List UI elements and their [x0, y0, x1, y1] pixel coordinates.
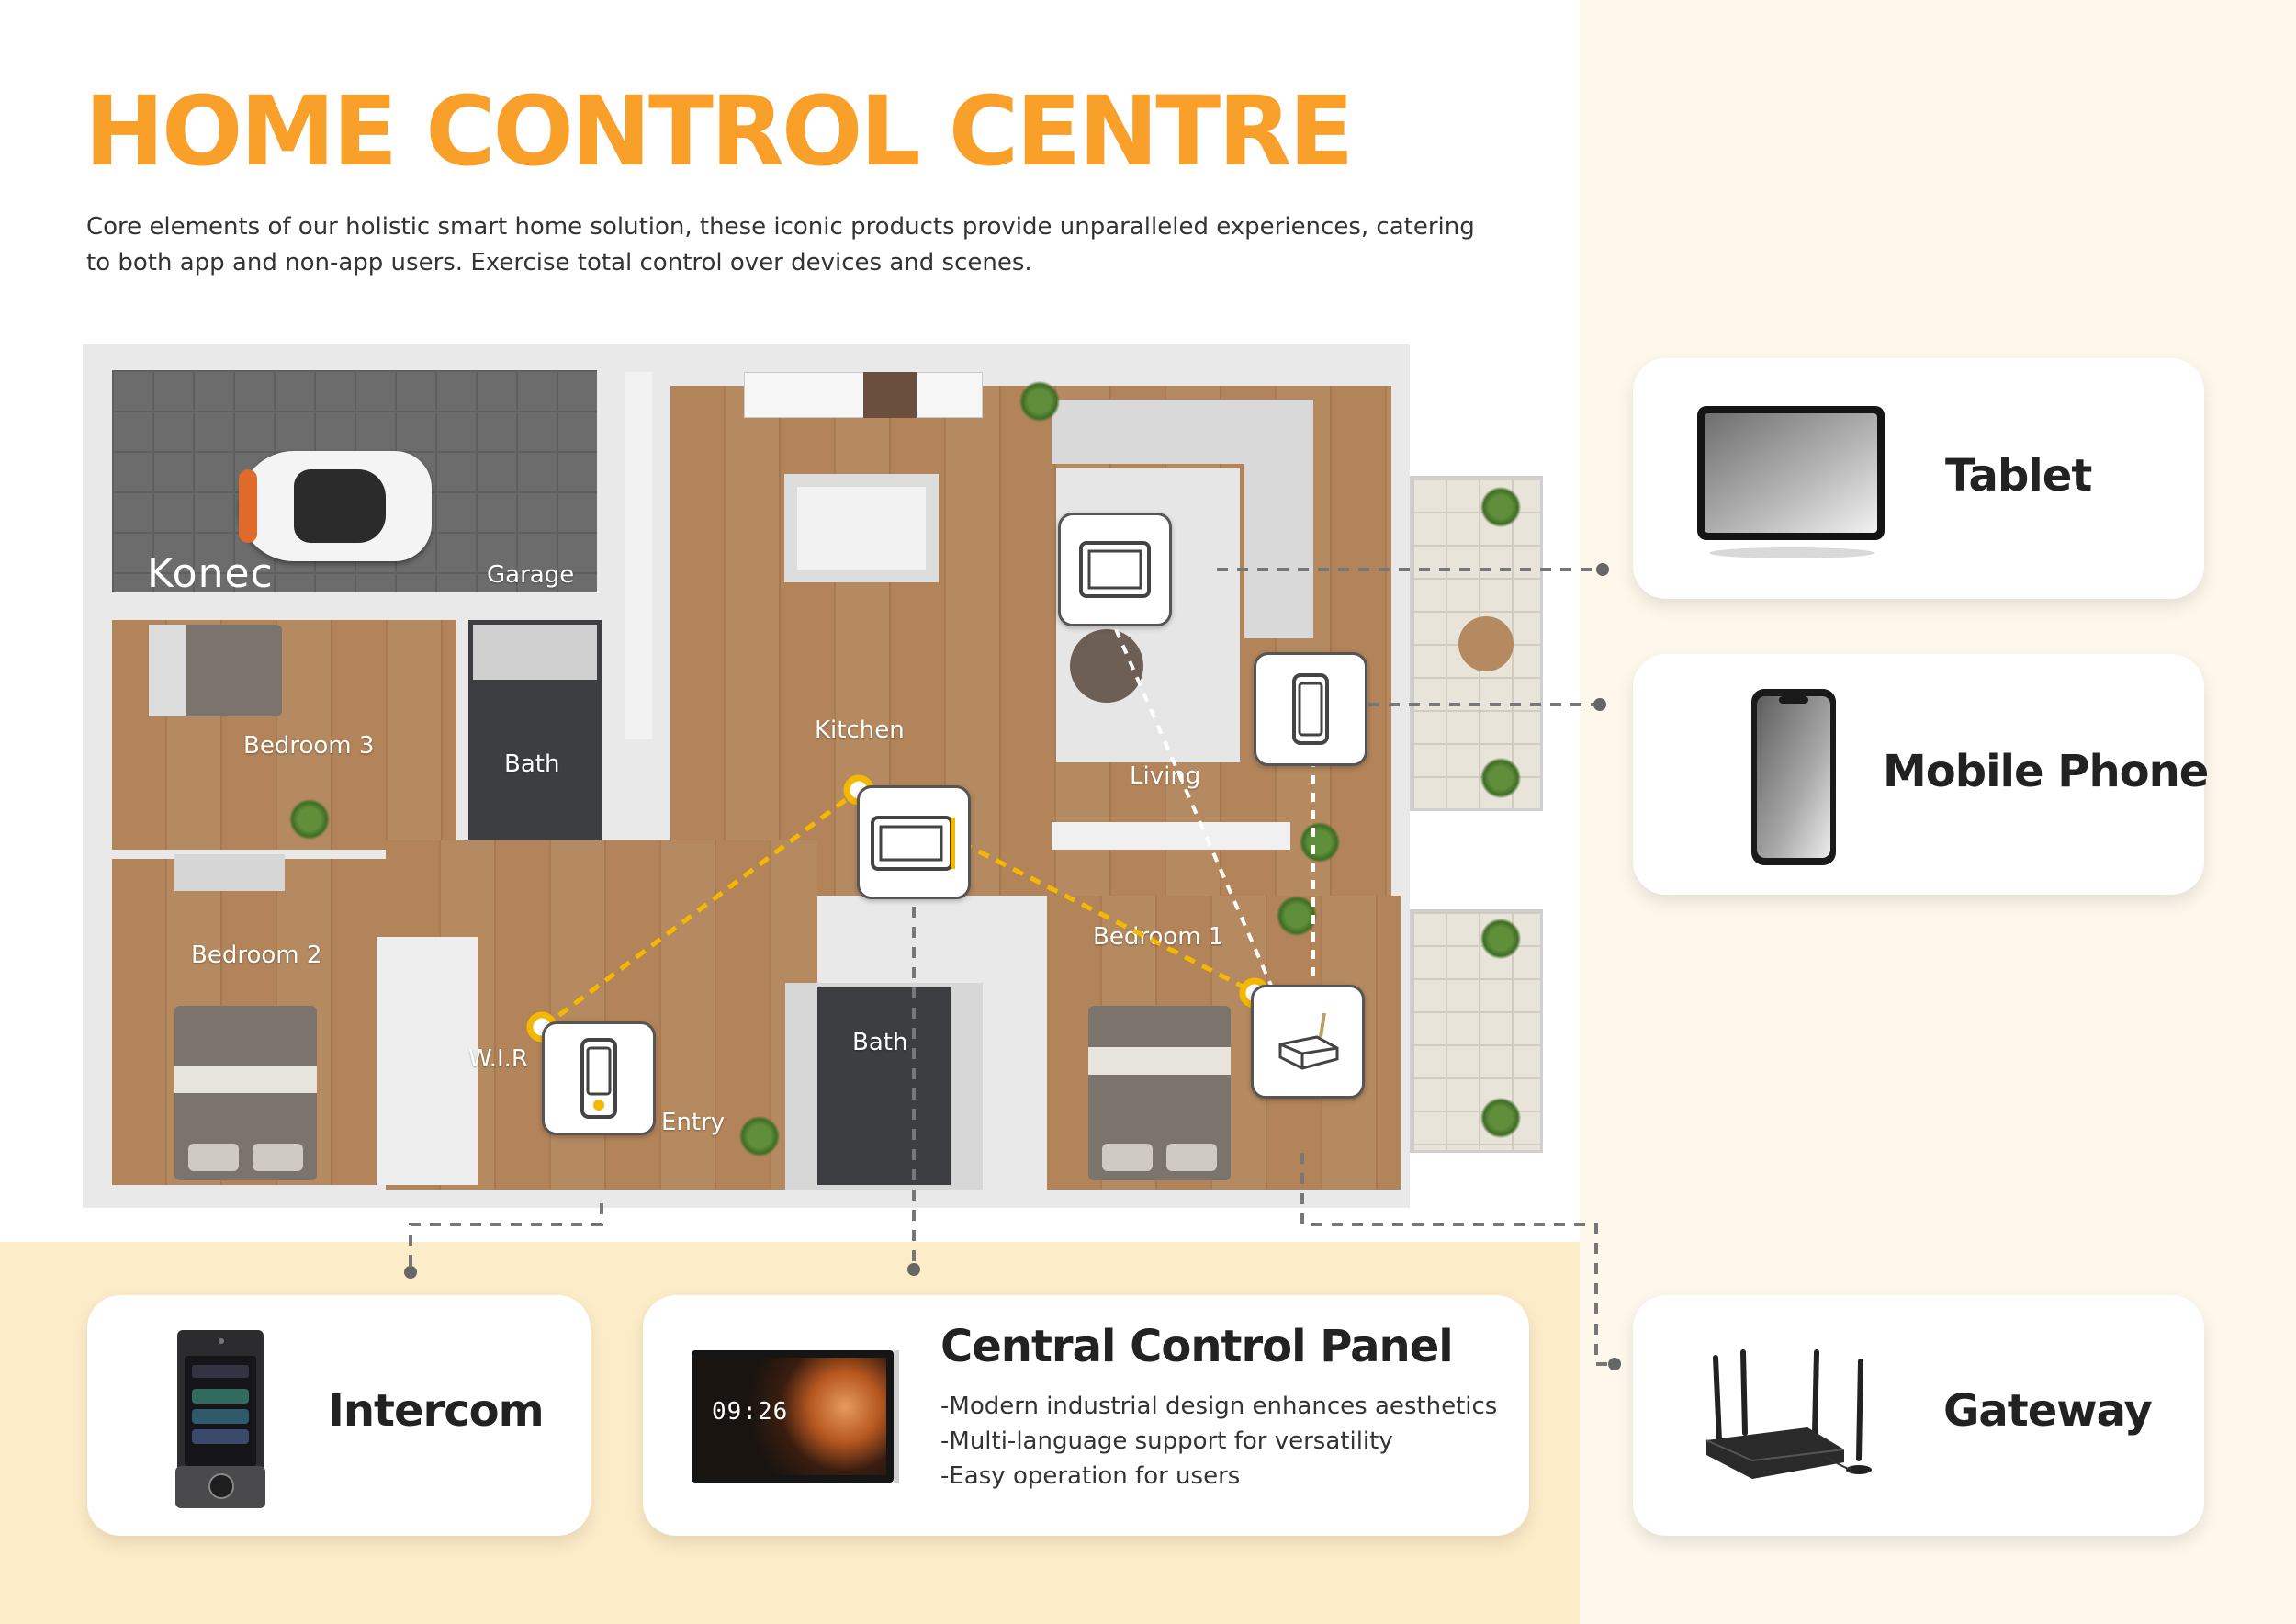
plant-icon: [1480, 758, 1521, 798]
tablet-card[interactable]: Tablet: [1633, 358, 2204, 599]
room-label-bedroom-3: Bedroom 3: [243, 732, 375, 760]
garage-area: Konec Garage: [112, 370, 597, 597]
gateway-label: Gateway: [1943, 1385, 2153, 1437]
plant-icon: [1480, 1098, 1521, 1138]
car-icon: [239, 451, 432, 561]
room-label-bath-lower: Bath: [852, 1029, 908, 1056]
plant-icon: [1277, 896, 1317, 936]
balcony-lower: [1410, 909, 1543, 1153]
room-label-living: Living: [1130, 762, 1201, 790]
room-label-bath-upper: Bath: [504, 750, 560, 778]
gateway-product-image: [1705, 1349, 1872, 1479]
living-sofa-side: [1244, 400, 1313, 638]
feature-item: -Easy operation for users: [940, 1462, 1241, 1490]
mobile-marker[interactable]: [1254, 652, 1367, 766]
kitchen-cabinet-dark: [863, 372, 917, 418]
plant-icon: [1480, 487, 1521, 527]
plant-icon: [1019, 381, 1060, 422]
bedroom-1-bed: [1088, 1006, 1231, 1180]
control-panel-product-image: 09:26: [692, 1350, 899, 1483]
subtitle-line-2: to both app and non-app users. Exercise …: [86, 249, 1032, 276]
wir-shelves: [377, 937, 478, 1185]
balcony-table: [1458, 616, 1514, 671]
plant-icon: [739, 1116, 780, 1156]
feature-item: -Modern industrial design enhances aesth…: [940, 1393, 1498, 1420]
tablet-product-image: [1697, 406, 1885, 558]
mobile-phone-icon: [1292, 673, 1329, 745]
gateway-card[interactable]: Gateway: [1633, 1295, 2204, 1536]
panel-screen-time: 09:26: [712, 1398, 789, 1426]
mobile-phone-label: Mobile Phone: [1883, 746, 2209, 797]
central-control-panel-features: -Modern industrial design enhances aesth…: [940, 1389, 1497, 1494]
floor-plan: Konec Garage Bedroom 3: [83, 344, 1410, 1208]
plant-icon: [1480, 919, 1521, 959]
room-label-bedroom-1: Bedroom 1: [1093, 923, 1224, 951]
plant-icon: [1300, 822, 1340, 863]
tablet-label: Tablet: [1945, 450, 2092, 502]
brand-logo: Konec: [147, 550, 274, 597]
room-label-wir: W.I.R: [468, 1045, 528, 1073]
tablet-icon: [1079, 541, 1151, 598]
central-control-panel-title: Central Control Panel: [940, 1321, 1454, 1372]
gateway-marker[interactable]: [1251, 985, 1365, 1099]
bedroom-2-bed: [174, 1006, 317, 1180]
mobile-phone-card[interactable]: Mobile Phone: [1633, 654, 2209, 895]
intercom-label: Intercom: [328, 1385, 545, 1437]
subtitle-line-1: Core elements of our holistic smart home…: [86, 213, 1475, 241]
tablet-marker[interactable]: [1058, 513, 1172, 626]
plant-icon: [289, 799, 330, 840]
room-label-garage: Garage: [487, 561, 575, 589]
dining-table: [797, 487, 926, 570]
room-label-kitchen: Kitchen: [815, 716, 905, 744]
intercom-icon: [580, 1038, 617, 1119]
lower-bath-floor: [817, 987, 951, 1185]
feature-item: -Multi-language support for versatility: [940, 1427, 1393, 1455]
page-title: HOME CONTROL CENTRE: [84, 75, 1354, 187]
bedroom-desk: [174, 854, 285, 891]
intercom-card[interactable]: Intercom: [87, 1295, 591, 1536]
control-panel-icon: [871, 816, 955, 871]
router-icon: [1278, 1012, 1339, 1070]
bedroom-3-bed: [149, 625, 282, 716]
page-subtitle: Core elements of our holistic smart home…: [86, 209, 1519, 281]
central-control-panel-card[interactable]: 09:26: [643, 1295, 1529, 1536]
upper-bath-fixture: [473, 625, 597, 680]
tv-unit: [1052, 822, 1290, 850]
room-label-bedroom-2: Bedroom 2: [191, 942, 322, 969]
mobile-phone-product-image: [1751, 689, 1836, 865]
intercom-marker[interactable]: [542, 1021, 656, 1135]
balcony-upper: [1410, 476, 1543, 811]
room-label-entry: Entry: [661, 1109, 726, 1136]
control-panel-marker[interactable]: [857, 785, 971, 899]
coffee-table: [1070, 629, 1143, 703]
intercom-product-image: [175, 1330, 265, 1508]
kitchen-bench: [625, 372, 652, 739]
